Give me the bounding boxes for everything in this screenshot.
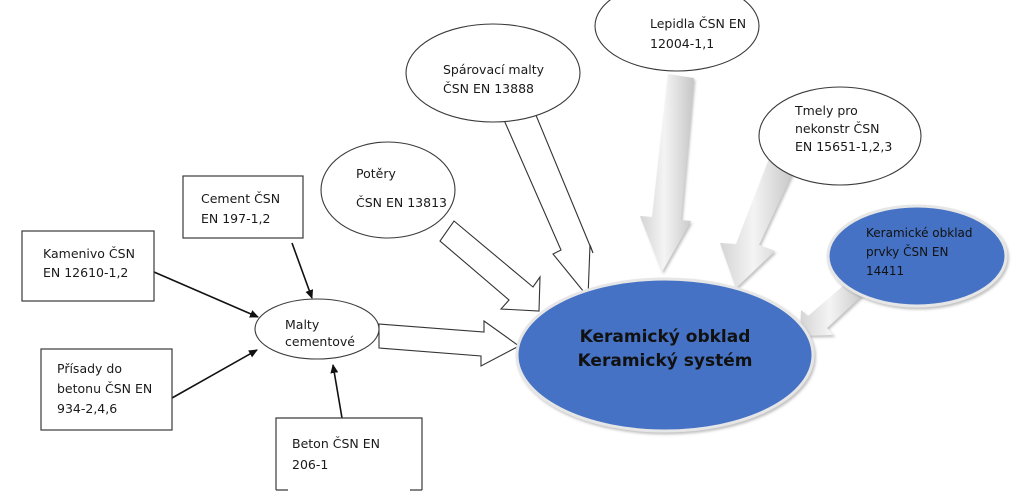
label-lepidla-2: 12004-1,1	[650, 36, 714, 51]
label-prisady-1: Přísady do	[57, 361, 122, 376]
label-prisady-3: 934-2,4,6	[57, 401, 117, 416]
node-kamenivo	[21, 230, 155, 302]
label-central-1: Keramický obklad	[580, 327, 751, 347]
node-lepidla	[594, 0, 760, 72]
label-central-2: Keramický systém	[578, 351, 753, 371]
arrow-kamenivo-to-malty	[153, 271, 259, 318]
label-prvky-2: prvky ČSN EN	[866, 244, 948, 259]
label-sparovaci-2: ČSN EN 13888	[443, 81, 534, 96]
label-tmely-2: nekonstr ČSN	[795, 121, 880, 136]
label-kamenivo-1: Kamenivo ČSN	[43, 246, 135, 261]
label-malty-1: Malty	[285, 317, 320, 332]
node-central-system	[515, 277, 815, 433]
arrow-malty-to-central	[378, 319, 521, 367]
node-keramicke-prvky	[826, 204, 1008, 308]
label-tmely-1: Tmely pro	[794, 103, 858, 118]
arrow-cement-to-malty	[291, 242, 314, 299]
arrow-lepidla-to-central	[640, 74, 694, 272]
node-malty-cementove	[254, 298, 380, 360]
label-kamenivo-2: EN 12610-1,2	[43, 265, 128, 280]
node-cement	[182, 175, 304, 239]
label-potery-2: ČSN EN 13813	[356, 195, 447, 210]
arrow-beton-to-malty	[330, 364, 343, 419]
label-tmely-3: EN 15651-1,2,3	[795, 139, 892, 154]
label-beton-2: 206-1	[292, 457, 328, 472]
label-potery-1: Potěry	[356, 166, 396, 181]
label-prvky-1: Keramické obklad	[866, 226, 973, 240]
label-prvky-3: 14411	[866, 264, 904, 278]
label-lepidla-1: Lepidla ČSN EN	[650, 16, 746, 31]
arrow-potery-to-central	[439, 220, 541, 312]
arrow-prisady-to-malty	[171, 349, 258, 399]
arrow-prvky-to-central	[800, 280, 866, 336]
label-cement-2: EN 197-1,2	[201, 211, 270, 226]
label-malty-2: cementové	[285, 334, 355, 349]
arrow-tmely-to-central	[720, 156, 794, 288]
arrow-sparovaci-to-central	[503, 107, 594, 299]
label-beton-1: Beton ČSN EN	[292, 436, 380, 451]
label-sparovaci-1: Spárovací malty	[443, 62, 545, 77]
label-prisady-2: betonu ČSN EN	[57, 381, 152, 396]
node-tmely	[758, 86, 922, 186]
node-prisady	[40, 348, 173, 431]
label-cement-1: Cement ČSN	[201, 191, 280, 206]
node-potery	[320, 141, 456, 239]
node-beton	[275, 417, 423, 491]
node-sparovaci-malty	[405, 23, 581, 123]
